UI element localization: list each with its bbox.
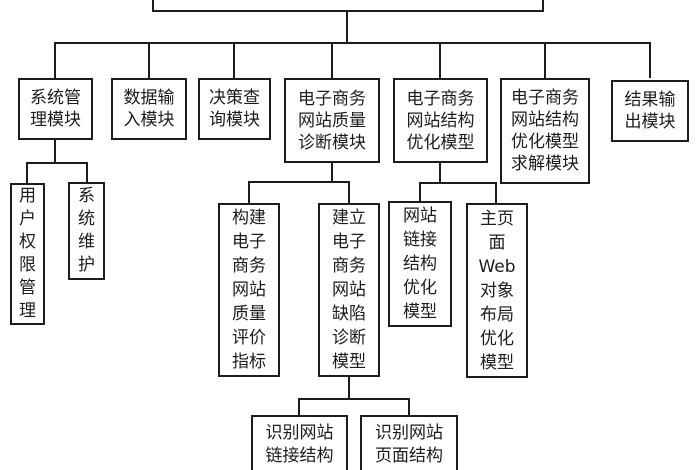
connector-drop-identify-link-structure: [298, 398, 300, 415]
connector-drop-homepage-layout-opt: [495, 182, 497, 203]
connector-drop-user-permission: [26, 162, 28, 183]
connector-quality-diagnosis-stem: [331, 163, 333, 181]
node-decision-query-module: 决策查 询模块: [198, 78, 271, 140]
node-system-maintenance: 系 统 维 护: [68, 182, 105, 280]
connector-drop-quality-diagnosis: [331, 42, 333, 78]
node-user-permission-management: 用 户 权 限 管 理: [10, 183, 45, 325]
connector-drop-system-maintenance: [86, 162, 88, 182]
node-data-input-module: 数据输 入模块: [111, 78, 187, 140]
node-structure-optimization-solver-module: 电子商务 网站结构 优化模型 求解模块: [500, 78, 590, 184]
node-build-quality-evaluation-index: 构建 电子 商务 网站 质量 评价 指标: [218, 203, 280, 377]
connector-structure-opt-bus: [419, 182, 497, 184]
node-identify-website-link-structure: 识别网站 链接结构: [251, 415, 348, 470]
connector-drop-identify-page-structure: [408, 398, 410, 415]
connector-drop-system-mgmt: [54, 42, 56, 78]
connector-drop-structure-opt: [439, 42, 441, 78]
node-root: [152, 0, 544, 12]
connector-drop-result-output: [649, 42, 651, 78]
node-homepage-web-object-layout-model: 主页 面 Web 对象 布局 优化 模型: [466, 203, 528, 378]
node-structure-optimization-model: 电子商务 网站结构 优化模型: [393, 78, 488, 163]
node-identify-website-page-structure: 识别网站 页面结构: [360, 415, 458, 470]
connector-drop-build-quality-index: [248, 181, 250, 203]
node-system-management-module: 系统管 理模块: [18, 78, 93, 140]
connector-drop-defect-diagnosis-model: [348, 181, 350, 203]
connector-defect-model-stem: [348, 377, 350, 398]
connector-drop-data-input: [148, 42, 150, 78]
connector-drop-structure-opt-solver: [544, 42, 546, 78]
node-result-output-module: 结果输 出模块: [611, 80, 689, 142]
connector-root-stem: [346, 12, 348, 42]
connector-level1-bus: [54, 42, 651, 44]
connector-drop-link-structure-opt: [419, 182, 421, 201]
node-quality-diagnosis-module: 电子商务 网站质量 诊断模块: [284, 78, 380, 163]
connector-system-mgmt-stem: [54, 140, 56, 164]
connector-quality-diagnosis-bus: [248, 181, 350, 183]
node-link-structure-optimization-model: 网站 链接 结构 优化 模型: [388, 201, 452, 327]
connector-system-mgmt-bus: [26, 162, 88, 164]
connector-defect-model-bus: [298, 398, 410, 400]
node-defect-diagnosis-model: 建立 电子 商务 网站 缺陷 诊断 模型: [318, 203, 380, 377]
connector-structure-opt-stem: [439, 163, 441, 182]
connector-drop-decision-query: [233, 42, 235, 78]
